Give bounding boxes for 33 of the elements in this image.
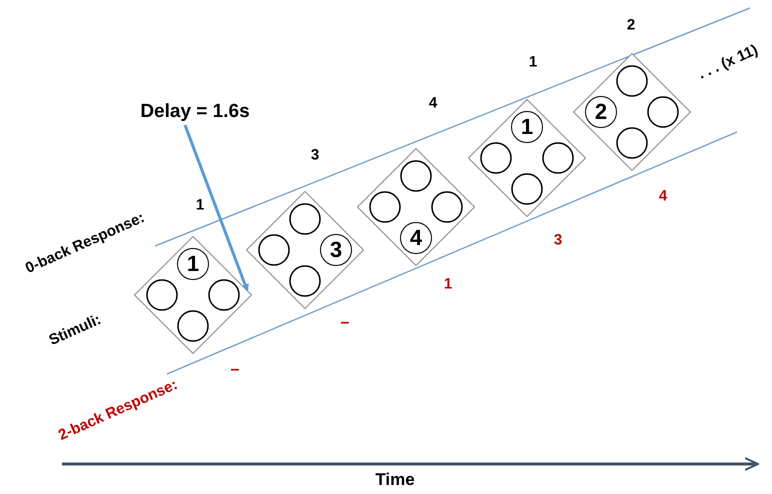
response-number: 4 bbox=[428, 94, 438, 112]
empty-circle bbox=[258, 234, 290, 266]
response-number: 1 bbox=[196, 196, 204, 214]
empty-circle bbox=[177, 310, 209, 342]
axis-label: Time bbox=[375, 470, 415, 490]
response-number: 2 bbox=[626, 16, 636, 34]
response-number: 3 bbox=[554, 232, 562, 248]
delay-label: Delay = 1.6s bbox=[140, 101, 250, 123]
response-number: 1 bbox=[444, 276, 452, 292]
empty-circle bbox=[616, 65, 648, 97]
empty-circle bbox=[480, 142, 512, 174]
stimulus-diamond bbox=[246, 191, 364, 309]
repeat-note: . . . (x 11) bbox=[696, 41, 760, 83]
empty-circle bbox=[289, 265, 321, 297]
empty-circle bbox=[289, 203, 321, 235]
empty-circle bbox=[647, 96, 679, 128]
response-number: 4 bbox=[658, 188, 668, 204]
empty-circle bbox=[542, 142, 574, 174]
response-number: 3 bbox=[310, 146, 320, 164]
stimulus-diamond bbox=[468, 99, 586, 217]
empty-circle bbox=[400, 160, 432, 192]
response-dash: – bbox=[340, 314, 350, 332]
stimulus-diamond bbox=[573, 53, 691, 171]
empty-circle bbox=[146, 279, 178, 311]
empty-circle bbox=[208, 279, 240, 311]
response-dash: – bbox=[230, 361, 240, 379]
arrow bbox=[184, 124, 249, 292]
empty-circle bbox=[431, 191, 463, 223]
empty-circle bbox=[616, 127, 648, 159]
empty-circle bbox=[511, 173, 543, 205]
response-number: 1 bbox=[528, 54, 538, 70]
empty-circle bbox=[369, 191, 401, 223]
stimulus-diamond bbox=[357, 148, 475, 266]
